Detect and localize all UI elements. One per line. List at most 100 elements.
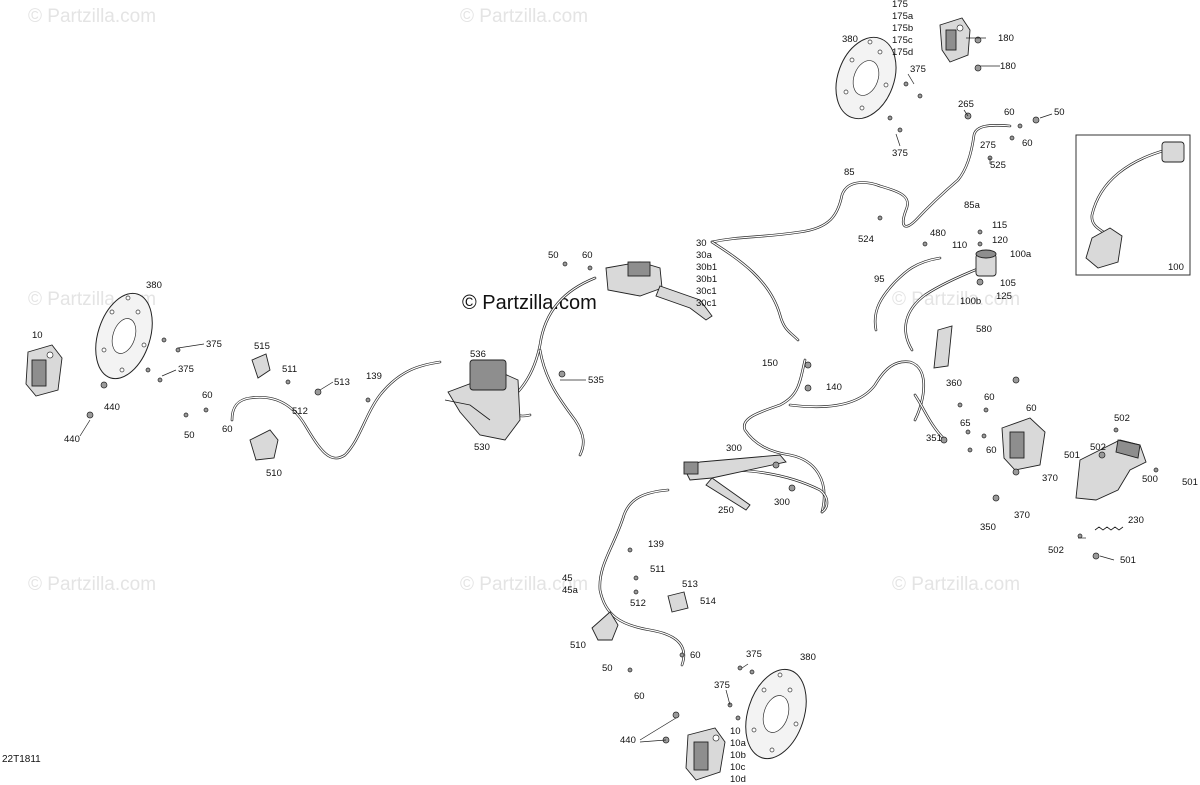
sensor-515 <box>251 353 271 379</box>
leader-lines <box>79 37 1115 743</box>
callout-label: 180 <box>1000 61 1016 72</box>
callout-label: 480 <box>930 228 946 239</box>
callout-label: 440 <box>104 402 120 413</box>
callout-label: 370 <box>1014 510 1030 521</box>
callout-label: 60 <box>202 390 213 401</box>
callout-label: 265 <box>958 99 974 110</box>
return-spring <box>1094 526 1124 531</box>
callout-label: 50 <box>602 663 613 674</box>
wheel-sensor-bottom <box>591 611 619 641</box>
brake-disc-top <box>835 36 897 120</box>
callout-label: 250 <box>718 505 734 516</box>
callout-label: 100 <box>1168 262 1184 273</box>
callout-label: 530 <box>474 442 490 453</box>
callout-label: 85a <box>964 200 981 211</box>
callout-label: 380 <box>800 652 816 663</box>
master-cylinder <box>605 261 713 321</box>
callout-label: 10d <box>730 774 746 785</box>
callout-label: 95 <box>874 274 885 285</box>
callout-label: 175d <box>892 47 913 58</box>
callout-label: 501 <box>1120 555 1136 566</box>
callout-label: 350 <box>980 522 996 533</box>
callout-label: 115 <box>992 220 1007 231</box>
callout-label: 50 <box>548 250 559 261</box>
reservoir <box>975 249 997 277</box>
abs-bracket <box>444 359 521 441</box>
callout-label: 351 <box>926 433 942 444</box>
callout-label: 510 <box>570 640 586 651</box>
callout-label: 45a <box>562 585 579 596</box>
callout-label: 510 <box>266 468 282 479</box>
callout-label: 501 <box>1064 450 1080 461</box>
callout-label: 10 <box>32 330 43 341</box>
callout-label: 375 <box>910 64 926 75</box>
callout-label: 275 <box>980 140 996 151</box>
callout-label: 125 <box>996 291 1012 302</box>
inset-master-cylinder <box>1085 141 1185 269</box>
caliper-left <box>25 344 63 397</box>
callout-label: 30c1 <box>696 298 717 309</box>
callout-label: 514 <box>700 596 716 607</box>
callout-label: 50 <box>184 430 195 441</box>
callout-label: 515 <box>254 341 270 352</box>
wheel-sensor-left <box>249 429 279 461</box>
brake-disc-left <box>95 292 153 380</box>
callout-label: 10 <box>730 726 741 737</box>
callout-label: 150 <box>762 358 778 369</box>
callout-label: 30 <box>696 238 707 249</box>
inset-box <box>1075 134 1191 276</box>
callout-label: 60 <box>1004 107 1015 118</box>
callout-label: 60 <box>986 445 997 456</box>
callout-label: 375 <box>892 148 908 159</box>
callout-label: 30b1 <box>696 262 717 273</box>
callout-label: 175a <box>892 11 914 22</box>
callout-label: 180 <box>998 33 1014 44</box>
callout-label: 50 <box>1054 107 1065 118</box>
callout-label: 524 <box>858 234 874 245</box>
part-labels: 175 175a 175b 175c 175d 180 180 380 375 … <box>32 0 1198 785</box>
callout-label: 105 <box>1000 278 1016 289</box>
callout-label: 120 <box>992 235 1008 246</box>
watermark-text: © Partzilla.com <box>460 574 588 595</box>
watermark-text: © Partzilla.com <box>460 6 588 27</box>
callout-label: 375 <box>178 364 194 375</box>
callout-label: 380 <box>842 34 858 45</box>
callout-label: 175c <box>892 35 913 46</box>
caliper-bottom <box>685 727 726 781</box>
caliper-top <box>939 17 971 63</box>
callout-label: 513 <box>682 579 698 590</box>
callout-label: 60 <box>582 250 593 261</box>
callout-label: 580 <box>976 324 992 335</box>
callout-label: 30a <box>696 250 713 261</box>
brake-disc-bottom <box>745 668 807 760</box>
callout-label: 513 <box>334 377 350 388</box>
caliper-right <box>1001 417 1046 471</box>
callout-label: 60 <box>1022 138 1033 149</box>
callout-label: 375 <box>206 339 222 350</box>
callout-label: 65 <box>960 418 971 429</box>
hose-guard <box>933 325 953 369</box>
callout-label: 380 <box>146 280 162 291</box>
callout-label: 30c1 <box>696 286 717 297</box>
callout-label: 139 <box>648 539 664 550</box>
callout-label: 375 <box>746 649 762 660</box>
callout-label: 440 <box>64 434 80 445</box>
callout-label: 100a <box>1010 249 1032 260</box>
callout-label: 139 <box>366 371 382 382</box>
pedal-bracket <box>1075 439 1147 501</box>
watermark-text: © Partzilla.com <box>28 574 156 595</box>
callout-label: 502 <box>1048 545 1064 556</box>
callout-label: 140 <box>826 382 842 393</box>
callout-label: 375 <box>714 680 730 691</box>
main-watermark: © Partzilla.com <box>462 292 597 314</box>
callout-label: 85 <box>844 167 855 178</box>
callout-label: 536 <box>470 349 486 360</box>
callout-label: 230 <box>1128 515 1144 526</box>
callout-label: 300 <box>774 497 790 508</box>
fasteners <box>86 36 1159 744</box>
diagram-code: 22T1811 <box>2 754 41 765</box>
callout-label: 10a <box>730 738 747 749</box>
callout-label: 511 <box>282 364 297 375</box>
callout-label: 535 <box>588 375 604 386</box>
callout-label: 10b <box>730 750 746 761</box>
